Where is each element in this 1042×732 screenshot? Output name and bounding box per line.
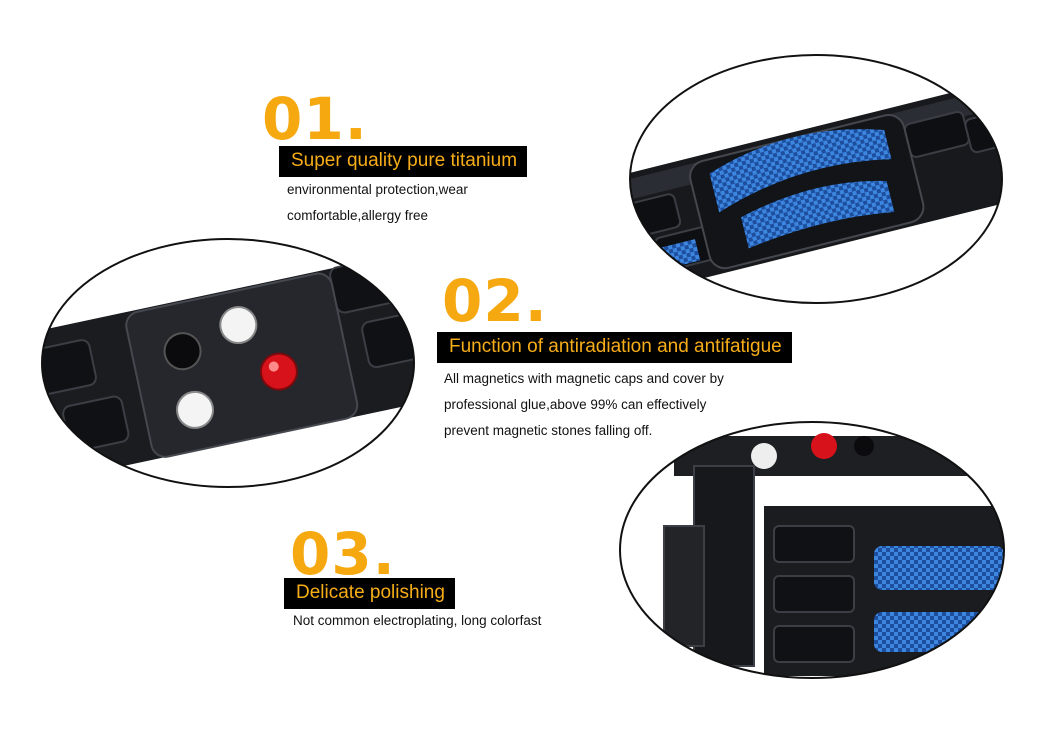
bracelet-clasp-closeup-image xyxy=(614,416,1010,684)
feature-02-line-3: prevent magnetic stones falling off. xyxy=(444,423,653,438)
feature-number-01: 01. xyxy=(262,85,368,153)
feature-title-01: Super quality pure titanium xyxy=(279,146,528,177)
feature-title-03: Delicate polishing xyxy=(284,578,455,609)
feature-number-03: 03. xyxy=(290,520,396,588)
feature-02-line-1: All magnetics with magnetic caps and cov… xyxy=(444,371,724,386)
bracelet-carbon-closeup-image xyxy=(624,48,1008,310)
feature-03-line-1: Not common electroplating, long colorfas… xyxy=(293,613,542,628)
feature-title-02: Function of antiradiation and antifatigu… xyxy=(437,332,792,363)
feature-description-01: environmental protection,wear comfortabl… xyxy=(287,177,468,229)
feature-02-line-2: professional glue,above 99% can effectiv… xyxy=(444,397,707,412)
feature-number-02: 02. xyxy=(442,267,548,335)
feature-01-line-1: environmental protection,wear xyxy=(287,182,468,197)
bracelet-magnets-closeup-image xyxy=(36,232,420,494)
feature-description-02: All magnetics with magnetic caps and cov… xyxy=(444,366,724,444)
feature-01-line-2: comfortable,allergy free xyxy=(287,208,429,223)
feature-description-03: Not common electroplating, long colorfas… xyxy=(293,608,541,634)
